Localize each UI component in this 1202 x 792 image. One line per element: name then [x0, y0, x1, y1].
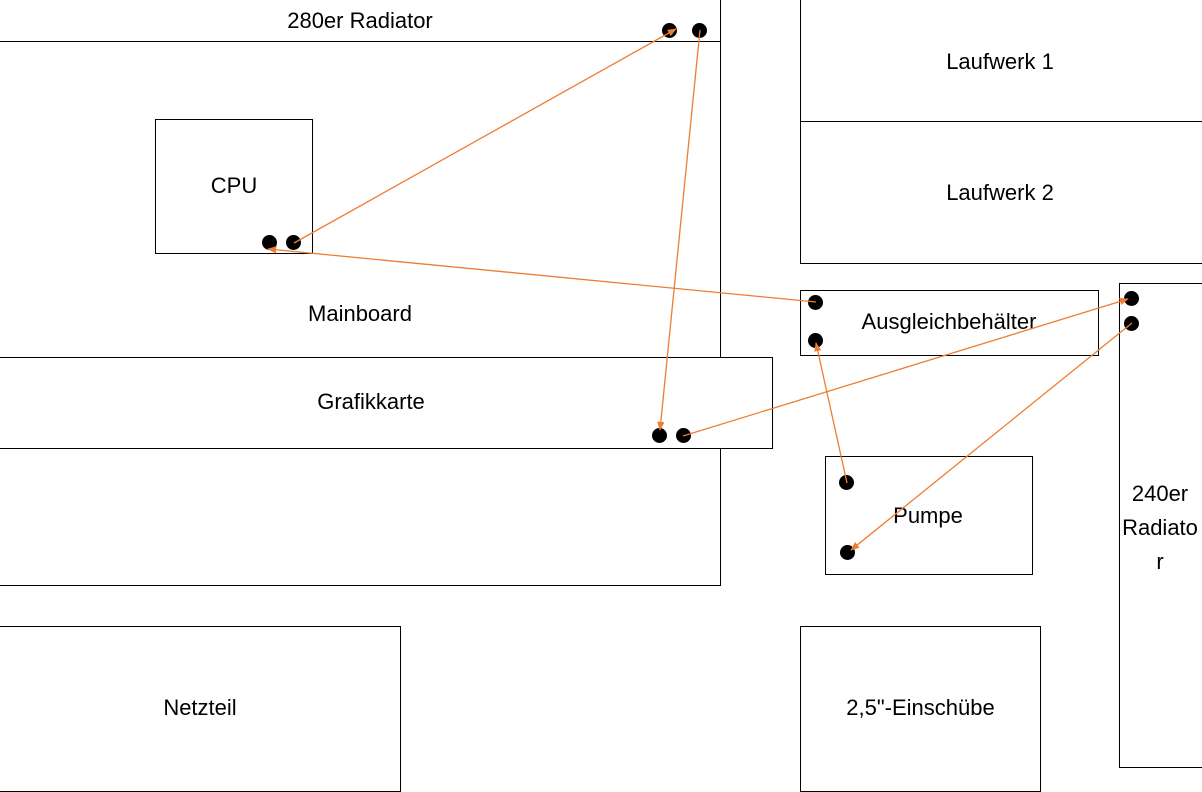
reservoir-port-in: [808, 333, 823, 348]
graphics-card-port-in: [652, 428, 667, 443]
radiator-280-port-out: [692, 23, 707, 38]
drive-1-box: [800, 0, 1202, 123]
cpu-label: CPU: [210, 173, 258, 198]
radiator-240-port-out: [1124, 316, 1139, 331]
mainboard-label: Mainboard: [308, 301, 412, 326]
radiator-280-label: 280er Radiator: [287, 8, 433, 33]
cpu-port-out: [286, 235, 301, 250]
graphics-card-label: Grafikkarte: [317, 389, 425, 414]
cpu-box: [155, 119, 313, 254]
pump-label: Pumpe: [893, 503, 963, 528]
pump-port-out: [839, 475, 854, 490]
radiator-240-label: 240er Radiator: [1122, 481, 1198, 574]
reservoir-port-out: [808, 295, 823, 310]
mainboard-box: [0, 0, 721, 586]
radiator-280-port-in: [662, 23, 677, 38]
bays-25-box: [800, 626, 1041, 792]
pump-port-in: [840, 545, 855, 560]
drive-2-label: Laufwerk 2: [946, 180, 1054, 205]
bays-25-label: 2,5"-Einschübe: [846, 695, 995, 720]
psu-label: Netzteil: [163, 695, 237, 720]
psu-box: [0, 626, 401, 792]
radiator-240-box: [1119, 283, 1202, 768]
drive-1-label: Laufwerk 1: [946, 49, 1054, 74]
cpu-port-in: [262, 235, 277, 250]
graphics-card-box: [0, 357, 773, 449]
graphics-card-port-out: [676, 428, 691, 443]
drive-2-box: [800, 121, 1202, 264]
reservoir-label: Ausgleichbehälter: [861, 309, 1037, 334]
radiator-240-port-in: [1124, 291, 1139, 306]
